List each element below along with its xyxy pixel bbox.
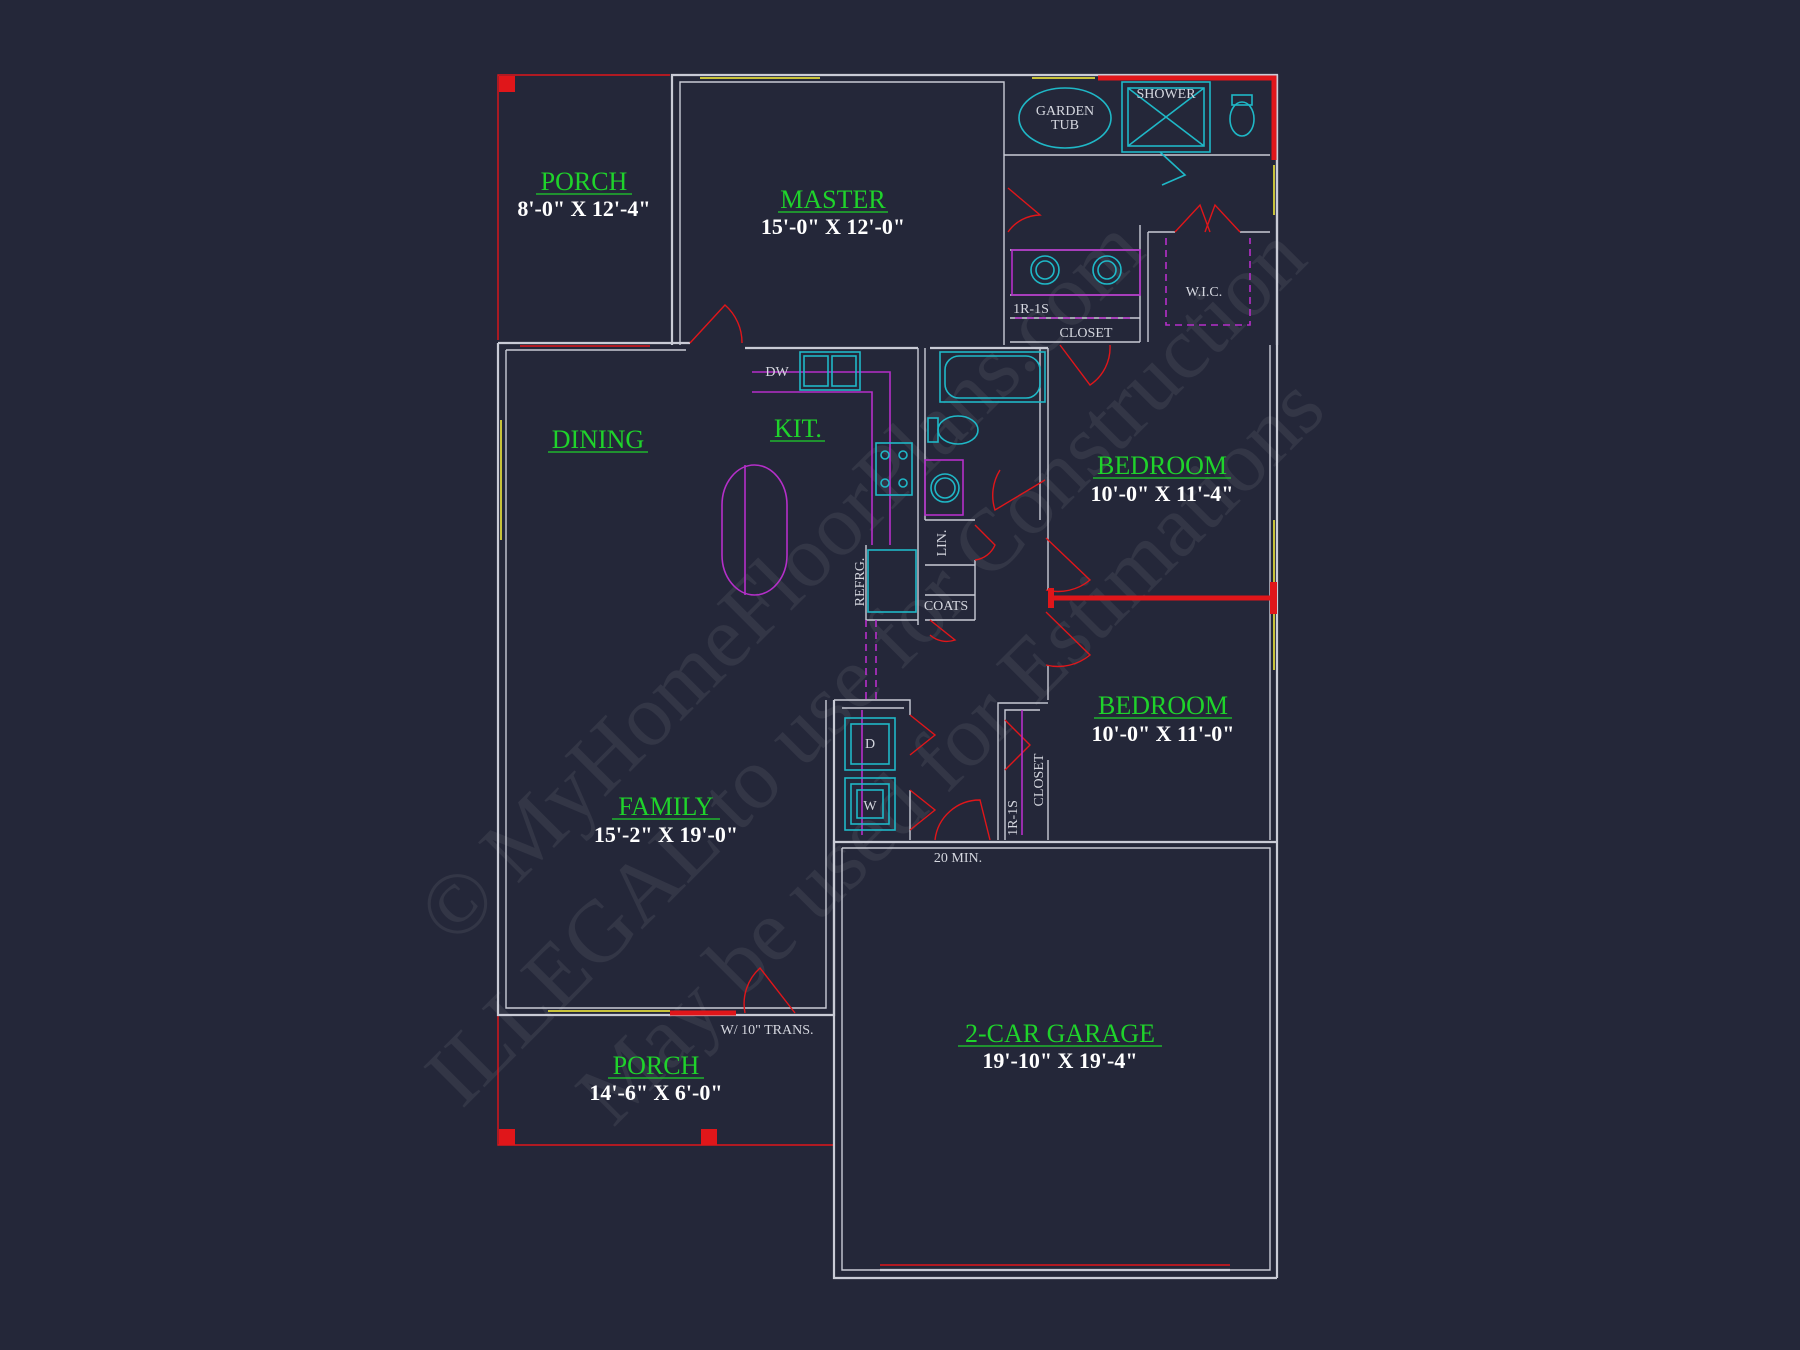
room-dimensions: 14'-6" X 6'-0" bbox=[589, 1080, 722, 1105]
watermark-line-2: ILLEGAL to use for Construction bbox=[407, 207, 1324, 1124]
shower-label: SHOWER bbox=[1136, 87, 1196, 102]
watermark: © MyHomeFloorPlans.com ILLEGAL to use fo… bbox=[400, 200, 1343, 1143]
sink-icon bbox=[1092, 255, 1122, 285]
linen-label: LIN. bbox=[935, 530, 950, 557]
rod-shelf-label: 1R-1S bbox=[1013, 302, 1049, 317]
room-labels: PORCH 8'-0" X 12'-4" MASTER 15'-0" X 12'… bbox=[517, 167, 1234, 1105]
room-name: BEDROOM bbox=[1097, 451, 1227, 480]
coats-label: COATS bbox=[924, 599, 968, 614]
clearance-label: 20 MIN. bbox=[934, 851, 982, 866]
sink-icon bbox=[1030, 255, 1060, 285]
room-dining: DINING bbox=[548, 425, 648, 454]
room-name: 2-CAR GARAGE bbox=[965, 1019, 1155, 1048]
garden-tub bbox=[1018, 87, 1112, 149]
exterior-walls bbox=[496, 73, 1279, 1280]
red-feature-walls bbox=[670, 75, 1277, 1016]
closet-label-bed2: CLOSET bbox=[1032, 753, 1047, 806]
room-name: BEDROOM bbox=[1098, 691, 1228, 720]
annotations: GARDEN TUB SHOWER W.I.C. 1R-1S CLOSET DW… bbox=[721, 87, 1223, 1038]
kitchen-island bbox=[721, 464, 788, 596]
rod-shelf-label-bed2: 1R-1S bbox=[1006, 800, 1021, 836]
kitchen-sink bbox=[799, 351, 861, 391]
room-bedroom-1: BEDROOM 10'-0" X 11'-4" bbox=[1091, 451, 1234, 506]
windows bbox=[500, 77, 1275, 1272]
room-dimensions: 19'-10" X 19'-4" bbox=[982, 1048, 1137, 1073]
room-garage: 2-CAR GARAGE 19'-10" X 19'-4" bbox=[958, 1019, 1162, 1073]
room-dimensions: 15'-2" X 19'-0" bbox=[594, 822, 738, 847]
room-name: DINING bbox=[552, 425, 644, 454]
closet-label: CLOSET bbox=[1060, 326, 1113, 341]
room-name: FAMILY bbox=[618, 792, 713, 821]
room-name: PORCH bbox=[541, 167, 628, 196]
room-master: MASTER 15'-0" X 12'-0" bbox=[761, 185, 905, 239]
bathtub bbox=[939, 351, 1046, 403]
washer-label: W bbox=[863, 799, 877, 814]
wic-label: W.I.C. bbox=[1186, 285, 1222, 300]
dryer-label: D bbox=[865, 737, 875, 752]
room-kitchen: KIT. bbox=[770, 414, 825, 443]
porch-column bbox=[499, 1129, 515, 1145]
room-family: FAMILY 15'-2" X 19'-0" bbox=[594, 792, 738, 847]
room-dimensions: 15'-0" X 12'-0" bbox=[761, 214, 905, 239]
room-dimensions: 10'-0" X 11'-4" bbox=[1091, 481, 1234, 506]
room-dimensions: 8'-0" X 12'-4" bbox=[517, 196, 650, 221]
room-name: MASTER bbox=[780, 185, 886, 214]
room-dimensions: 10'-0" X 11'-0" bbox=[1092, 721, 1235, 746]
shower bbox=[1121, 81, 1211, 153]
hall-sink bbox=[930, 473, 960, 503]
toilet bbox=[1229, 101, 1255, 137]
doors bbox=[689, 187, 1241, 1014]
refrigerator bbox=[867, 549, 917, 613]
garden-tub-label: GARDEN bbox=[1036, 104, 1094, 119]
range-icon bbox=[875, 442, 913, 496]
dishwasher-label: DW bbox=[765, 365, 789, 380]
refrigerator-label: REFRG. bbox=[853, 558, 868, 607]
room-name: KIT. bbox=[774, 414, 822, 443]
garden-tub-label-2: TUB bbox=[1051, 118, 1079, 133]
dryer-icon bbox=[844, 717, 896, 771]
porch-column bbox=[701, 1129, 717, 1145]
fixtures bbox=[799, 81, 1255, 831]
washer-icon bbox=[844, 777, 896, 831]
porch-column bbox=[499, 76, 515, 92]
porch-outlines bbox=[497, 74, 834, 1146]
room-name: PORCH bbox=[613, 1051, 700, 1080]
room-porch-bottom: PORCH 14'-6" X 6'-0" bbox=[589, 1051, 722, 1105]
cabinets bbox=[721, 238, 1251, 835]
room-bedroom-2: BEDROOM 10'-0" X 11'-0" bbox=[1092, 691, 1235, 746]
room-porch-top: PORCH 8'-0" X 12'-4" bbox=[517, 167, 650, 221]
transom-label: W/ 10" TRANS. bbox=[721, 1023, 814, 1038]
